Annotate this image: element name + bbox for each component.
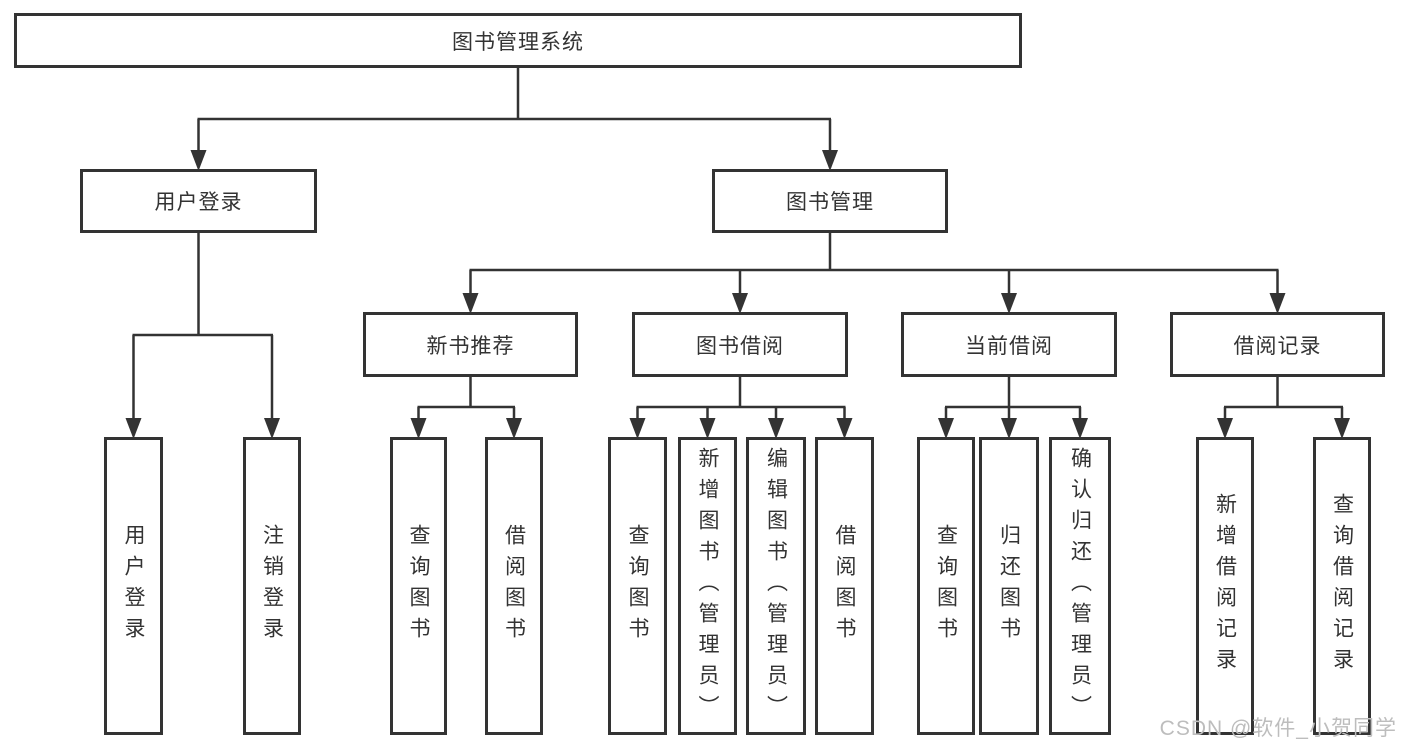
node-v-user-login: 用户登录 (104, 437, 163, 735)
arrowhead-down-icon (1001, 418, 1017, 439)
arrowhead-down-icon (1334, 418, 1350, 439)
node-v-query-book-3: 查询图书 (917, 437, 975, 735)
node-v-add-book-admin: 新增图书（管理员） (678, 437, 737, 735)
node-v-add-borrow-record: 新增借阅记录 (1196, 437, 1254, 735)
node-v-return-book: 归还图书 (979, 437, 1039, 735)
node-v-query-book-2: 查询图书 (608, 437, 667, 735)
node-v-borrow-book-2: 借阅图书 (815, 437, 874, 735)
arrowhead-down-icon (699, 418, 716, 439)
arrowhead-down-icon (462, 293, 479, 314)
arrowhead-down-icon (768, 418, 784, 439)
arrowhead-down-icon (1217, 418, 1233, 439)
watermark: CSDN @软件_小贺同学 (1159, 717, 1397, 740)
node-current-borrow: 当前借阅 (901, 312, 1117, 377)
node-user-login: 用户登录 (80, 169, 317, 233)
node-v-logout: 注销登录 (243, 437, 301, 735)
node-new-book-recommend: 新书推荐 (363, 312, 578, 377)
arrowhead-down-icon (1269, 293, 1286, 314)
arrowhead-down-icon (629, 418, 646, 439)
node-v-query-book-1: 查询图书 (390, 437, 447, 735)
arrowhead-down-icon (190, 150, 207, 171)
node-borrow-record: 借阅记录 (1170, 312, 1385, 377)
arrowhead-down-icon (125, 418, 142, 439)
arrowhead-down-icon (410, 418, 427, 439)
arrowhead-down-icon (506, 418, 522, 439)
node-v-borrow-book-1: 借阅图书 (485, 437, 543, 735)
arrowhead-down-icon (264, 418, 280, 439)
node-book-borrow: 图书借阅 (632, 312, 848, 377)
arrowhead-down-icon (836, 418, 853, 439)
node-v-edit-book-admin: 编辑图书（管理员） (746, 437, 806, 735)
node-v-confirm-return-admin: 确认归还（管理员） (1049, 437, 1111, 735)
arrowhead-down-icon (822, 150, 838, 171)
arrowhead-down-icon (732, 293, 748, 314)
node-root: 图书管理系统 (14, 13, 1022, 68)
arrowhead-down-icon (1072, 418, 1088, 439)
arrowhead-down-icon (1001, 293, 1017, 314)
node-book-manage: 图书管理 (712, 169, 948, 233)
arrowhead-down-icon (938, 418, 954, 439)
node-v-query-borrow-record: 查询借阅记录 (1313, 437, 1371, 735)
